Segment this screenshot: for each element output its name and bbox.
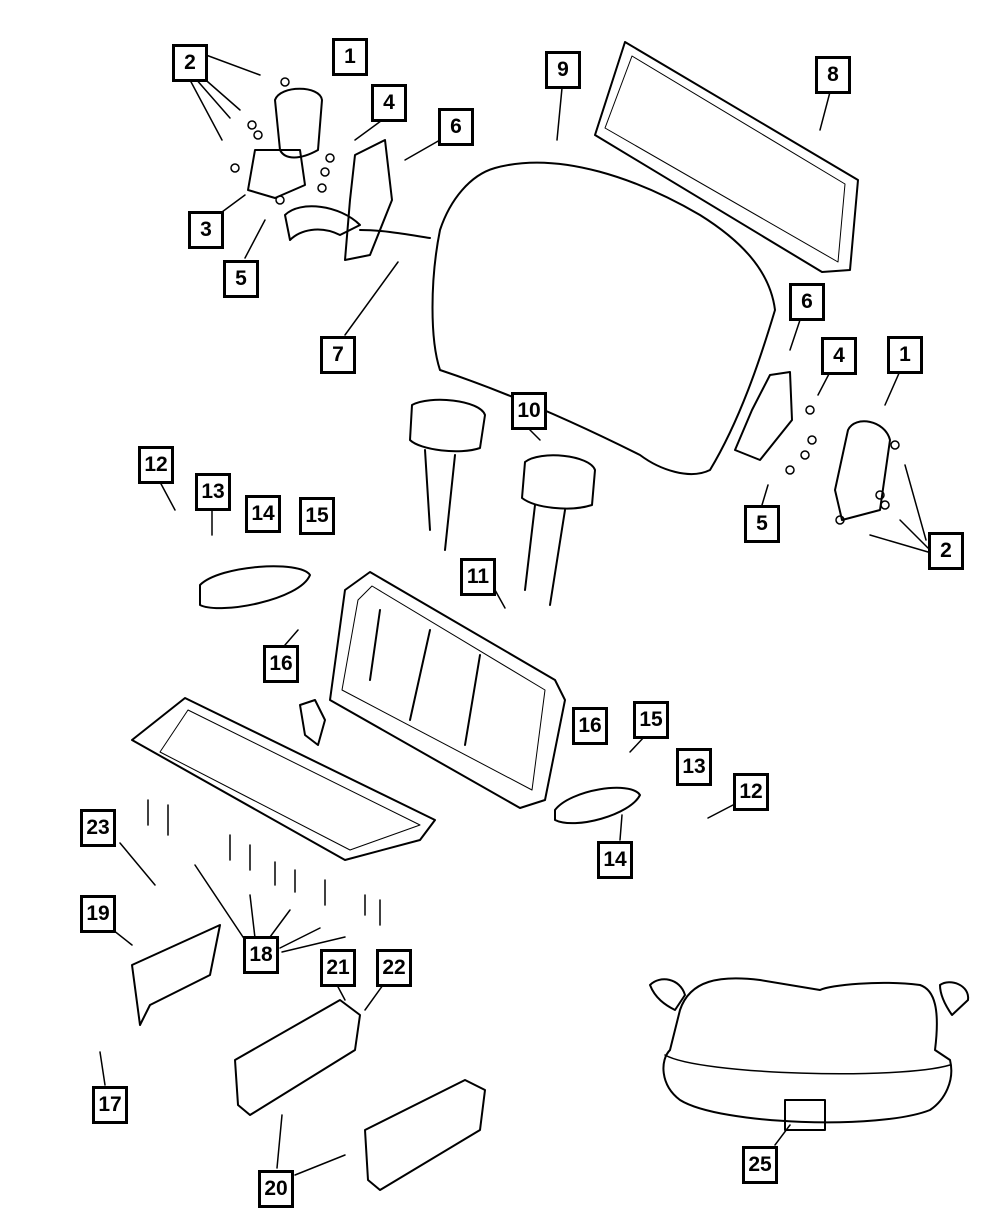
callout-14[interactable]: 14 xyxy=(245,495,281,533)
callout-12-right[interactable]: 12 xyxy=(733,773,769,811)
callout-16-right[interactable]: 16 xyxy=(572,707,608,745)
part-10-headrest-left xyxy=(409,398,486,551)
callout-19[interactable]: 19 xyxy=(80,895,116,933)
callout-13-right[interactable]: 13 xyxy=(676,748,712,786)
part-9-seat-back xyxy=(431,161,776,475)
part-6-hinge-right xyxy=(734,371,793,461)
part-18-cushion-pan xyxy=(131,697,436,861)
callout-9[interactable]: 9 xyxy=(545,51,581,89)
callout-17[interactable]: 17 xyxy=(92,1086,128,1124)
part-6-hinge-left xyxy=(344,139,393,261)
callout-16[interactable]: 16 xyxy=(263,645,299,683)
callout-6-right[interactable]: 6 xyxy=(789,283,825,321)
part-15-armrest-left xyxy=(199,565,311,610)
part-25-complete-bench-seat xyxy=(649,977,970,1131)
part-1-cover-right xyxy=(834,420,891,521)
part-20-riser-rear xyxy=(364,1079,486,1191)
callout-21[interactable]: 21 xyxy=(320,949,356,987)
callout-11[interactable]: 11 xyxy=(460,558,496,596)
part-15-armrest-right xyxy=(554,786,641,825)
callout-15[interactable]: 15 xyxy=(299,497,335,535)
callout-3[interactable]: 3 xyxy=(188,211,224,249)
callout-15-right[interactable]: 15 xyxy=(633,701,669,739)
callout-7[interactable]: 7 xyxy=(320,336,356,374)
callout-25[interactable]: 25 xyxy=(742,1146,778,1184)
part-18-bolts xyxy=(147,799,381,926)
callout-5[interactable]: 5 xyxy=(223,260,259,298)
callout-4-right[interactable]: 4 xyxy=(821,337,857,375)
part-10-headrest-right xyxy=(521,454,596,606)
part-7-release-lever xyxy=(284,205,431,241)
callout-22[interactable]: 22 xyxy=(376,949,412,987)
callout-6[interactable]: 6 xyxy=(438,108,474,146)
callout-10[interactable]: 10 xyxy=(511,392,547,430)
callout-2-right[interactable]: 2 xyxy=(928,532,964,570)
leader-lines xyxy=(99,54,929,1176)
part-19-side-shield xyxy=(131,924,221,1026)
callout-23[interactable]: 23 xyxy=(80,809,116,847)
part-8-rear-panel xyxy=(594,41,859,273)
callout-1[interactable]: 1 xyxy=(332,38,368,76)
callout-18[interactable]: 18 xyxy=(243,936,279,974)
callout-14-right[interactable]: 14 xyxy=(597,841,633,879)
bolts-left xyxy=(230,77,335,205)
callout-1-right[interactable]: 1 xyxy=(887,336,923,374)
callout-12[interactable]: 12 xyxy=(138,446,174,484)
bolts-right xyxy=(785,405,900,525)
callout-8[interactable]: 8 xyxy=(815,56,851,94)
part-1-cover-left xyxy=(274,87,323,159)
part-20-riser-front xyxy=(234,999,361,1116)
part-3-bracket-left xyxy=(247,149,306,199)
callout-4[interactable]: 4 xyxy=(371,84,407,122)
callout-2[interactable]: 2 xyxy=(172,44,208,82)
part-11-seat-frame xyxy=(329,571,566,809)
callout-5-right[interactable]: 5 xyxy=(744,505,780,543)
callout-13[interactable]: 13 xyxy=(195,473,231,511)
callout-20[interactable]: 20 xyxy=(258,1170,294,1208)
